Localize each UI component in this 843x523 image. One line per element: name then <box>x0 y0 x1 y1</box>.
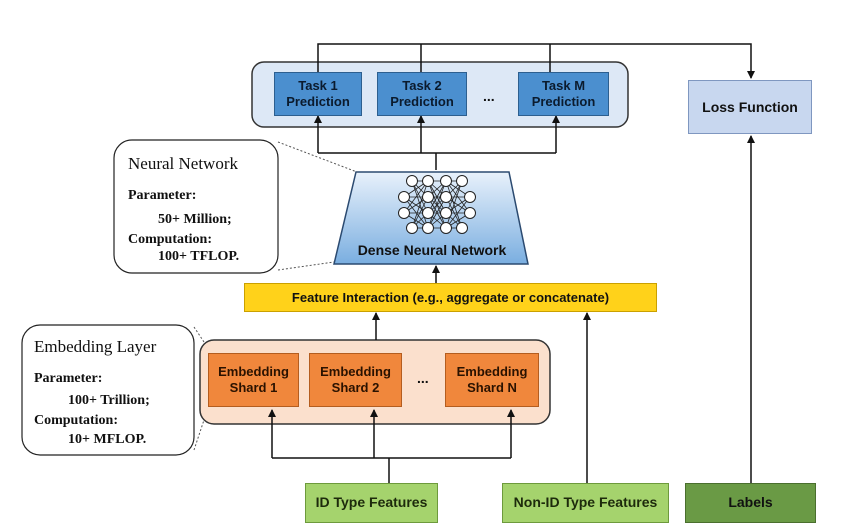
nn-icon-edge <box>445 196 471 229</box>
shard-ellipsis: ... <box>417 370 429 386</box>
nn-icon-edge <box>403 180 429 214</box>
feature-interaction-box: Feature Interaction (e.g., aggregate or … <box>244 283 657 312</box>
nn-icon-node <box>440 175 452 187</box>
nn-icon-node <box>440 222 452 234</box>
nn-icon-node <box>406 222 418 234</box>
task-2-title: Task 2 <box>402 78 442 93</box>
nn-callout-comp-value: 100+ TFLOP. <box>158 249 240 264</box>
nn-to-tasks-connector <box>314 115 560 170</box>
emb-callout-leader-top <box>193 326 205 343</box>
emb-callout-title: Embedding Layer <box>34 337 157 356</box>
nn-icon-node <box>422 222 434 234</box>
embedding-shard-2: Embedding Shard 2 <box>309 353 402 407</box>
task-m-title: Task M <box>541 78 586 93</box>
nn-icon-node <box>456 222 468 234</box>
shard-1-subtitle: Shard 1 <box>229 380 278 395</box>
task-ellipsis: ... <box>483 88 495 104</box>
shard-2-title: Embedding <box>320 364 391 379</box>
shard-n-subtitle: Shard N <box>467 380 517 395</box>
nn-icon-node <box>398 207 410 219</box>
nn-callout-bubble <box>113 139 279 274</box>
labels-box: Labels <box>685 483 816 523</box>
nn-callout-comp-label: Computation: <box>128 232 213 247</box>
task-1-title: Task 1 <box>298 78 338 93</box>
loss-function-box: Loss Function <box>688 80 812 134</box>
shard-2-subtitle: Shard 2 <box>331 380 380 395</box>
nn-callout-param-value: 50+ Million; <box>158 212 232 227</box>
task-2-box: Task 2 Prediction <box>377 72 467 116</box>
dense-nn-label: Dense Neural Network <box>357 242 507 258</box>
nn-callout-title: Neural Network <box>128 154 238 173</box>
neural-network-icon <box>398 175 476 234</box>
emb-callout-param-label: Parameter: <box>34 371 103 386</box>
nn-icon-edge <box>403 196 429 229</box>
embedding-shard-n: Embedding Shard N <box>445 353 539 407</box>
task-2-subtitle: Prediction <box>390 94 454 109</box>
task-1-box: Task 1 Prediction <box>274 72 362 116</box>
nn-icon-node <box>440 191 452 203</box>
task-m-subtitle: Prediction <box>531 94 596 109</box>
nn-icon-node <box>398 191 410 203</box>
nn-icon-node <box>456 175 468 187</box>
task-m-box: Task M Prediction <box>518 72 609 116</box>
nn-icon-node <box>464 207 476 219</box>
nn-icon-edge <box>427 180 447 214</box>
shard-n-title: Embedding <box>456 364 528 379</box>
nn-icon-edge <box>427 180 447 229</box>
nn-icon-node <box>422 207 434 219</box>
emb-callout-bubble <box>21 324 195 456</box>
id-to-shards-connector <box>268 409 515 483</box>
emb-callout-comp-label: Computation: <box>34 413 119 428</box>
emb-callout-param-value: 100+ Trillion; <box>68 393 150 408</box>
task-to-loss-connector <box>317 43 755 79</box>
emb-callout-comp-value: 10+ MFLOP. <box>68 432 147 447</box>
task-1-subtitle: Prediction <box>286 94 350 109</box>
id-type-features-box: ID Type Features <box>305 483 438 523</box>
nn-icon-edge <box>445 180 463 229</box>
emb-callout-leader-bottom <box>193 419 205 451</box>
non-id-type-features-box: Non-ID Type Features <box>502 483 669 523</box>
nn-icon-node <box>406 175 418 187</box>
embedding-shard-1: Embedding Shard 1 <box>208 353 299 407</box>
nn-icon-edge <box>411 180 429 229</box>
nn-callout-leader-bottom <box>277 261 335 271</box>
nn-icon-node <box>422 175 434 187</box>
shard-1-title: Embedding <box>218 364 289 379</box>
nn-callout-param-label: Parameter: <box>128 188 197 203</box>
nn-icon-node <box>440 207 452 219</box>
nn-icon-node <box>464 191 476 203</box>
nn-icon-node <box>422 191 434 203</box>
